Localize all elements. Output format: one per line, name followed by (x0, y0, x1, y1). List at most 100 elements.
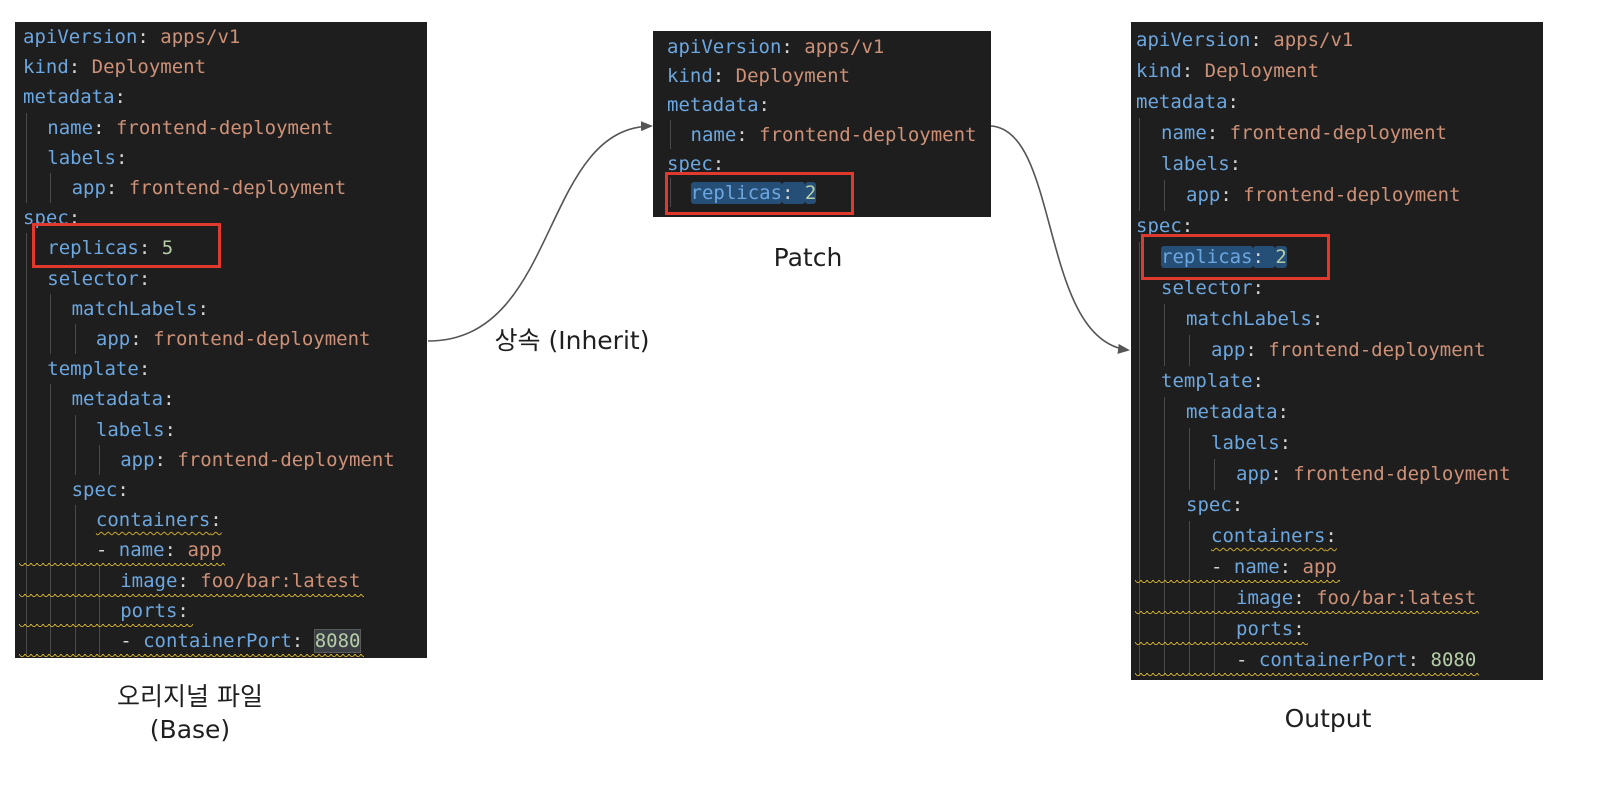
indent-guide (50, 444, 52, 475)
code-token: app (187, 539, 222, 562)
warning-squiggle (19, 563, 226, 570)
code-token: frontend-deployment (1229, 122, 1447, 144)
code-line: kind: Deployment (1136, 59, 1319, 83)
indent-guide (1139, 583, 1140, 614)
output-arrow (990, 125, 1130, 354)
code-token: apiVersion (23, 26, 138, 48)
code-token: frontend-deployment (1268, 339, 1486, 361)
indent-guide (1164, 490, 1165, 521)
code-token: image (120, 569, 178, 592)
indent-guide (1139, 552, 1140, 583)
code-token: : (1311, 308, 1324, 330)
indent-guide (26, 565, 27, 596)
code-token: image (1236, 587, 1294, 609)
code-token: : (1250, 29, 1274, 51)
indent-guide (1164, 521, 1165, 552)
indent-guide (26, 233, 27, 264)
code-token: : (1229, 153, 1242, 175)
code-token: : (68, 207, 81, 230)
inherit-arrow (427, 121, 653, 342)
code-token: : (114, 86, 126, 109)
code-token: : (197, 297, 209, 320)
code-line: replicas: 5 (47, 236, 173, 260)
indent-guide (1189, 428, 1190, 459)
code-token: frontend-deployment (759, 123, 977, 146)
indent-guide (1164, 335, 1165, 366)
code-token: app (1186, 184, 1221, 206)
indent-guide (74, 444, 76, 475)
code-token: : (1252, 246, 1276, 268)
indent-guide (26, 173, 27, 204)
code-token: - (1211, 556, 1234, 578)
code-token: metadata (1186, 401, 1278, 423)
code-line: - name: app (96, 538, 222, 562)
indent-guide (1139, 118, 1140, 149)
indent-guide (1214, 645, 1215, 676)
indent-guide (50, 626, 52, 657)
code-line: app: frontend-deployment (72, 176, 347, 200)
code-token: apps/v1 (1273, 29, 1354, 51)
indent-guide (1189, 521, 1190, 552)
indent-guide (50, 414, 52, 445)
output-replicas-highlight (1141, 234, 1330, 280)
code-line: selector: (47, 267, 150, 291)
code-line: selector: (1161, 276, 1264, 300)
code-token: labels (1211, 432, 1280, 454)
code-token: : (1279, 556, 1303, 578)
code-token: app (1302, 556, 1337, 578)
code-token: name (690, 123, 737, 146)
code-token: apps/v1 (160, 26, 241, 48)
code-line: ports: (1236, 617, 1305, 641)
code-line: - containerPort: 8080 (120, 629, 362, 653)
indent-guide (1139, 273, 1140, 304)
code-line: - containerPort: 8080 (1236, 648, 1476, 672)
code-token: : (1252, 277, 1264, 299)
indent-guide (50, 293, 52, 324)
code-line: app: frontend-deployment (1236, 462, 1511, 486)
code-token: metadata (1136, 91, 1228, 113)
code-token: 8080 (313, 629, 362, 653)
code-token: : (154, 448, 178, 471)
code-token: name (47, 116, 94, 139)
code-line: app: frontend-deployment (96, 327, 371, 351)
indent-guide (670, 178, 671, 208)
indent-guide (98, 595, 100, 626)
indent-guide (98, 565, 100, 596)
code-line: app: frontend-deployment (1186, 183, 1461, 207)
code-token: ports (1236, 618, 1294, 640)
code-line: spec: (667, 152, 724, 176)
indent-guide (74, 505, 76, 536)
code-token: app (120, 448, 155, 471)
code-token: metadata (23, 86, 115, 109)
code-token: : (164, 539, 188, 562)
indent-guide (50, 384, 52, 415)
code-token: - (120, 630, 144, 652)
code-token: app (1236, 463, 1271, 485)
indent-guide (74, 324, 76, 355)
code-token: kind (23, 56, 69, 79)
code-line: metadata: (667, 93, 770, 117)
code-token: : (291, 630, 315, 652)
code-line: replicas: 2 (1161, 245, 1287, 269)
code-line: labels: (1211, 431, 1291, 455)
indent-guide (26, 414, 27, 445)
code-token: ports (120, 599, 178, 622)
code-line: metadata: (1136, 90, 1239, 114)
indent-guide (1139, 490, 1140, 521)
code-line: containers: (96, 508, 222, 532)
indent-guide (26, 505, 27, 536)
indent-guide (50, 565, 52, 596)
code-token: : (758, 94, 770, 117)
indent-guide (98, 444, 100, 475)
code-token: replicas (47, 237, 139, 260)
code-token: : (736, 123, 760, 146)
code-token: 8080 (1430, 649, 1477, 671)
code-token: : (138, 267, 151, 290)
indent-guide (1139, 180, 1140, 211)
code-line: name: frontend-deployment (1161, 121, 1447, 145)
code-token: : (163, 388, 175, 411)
indent-guide (26, 293, 27, 324)
